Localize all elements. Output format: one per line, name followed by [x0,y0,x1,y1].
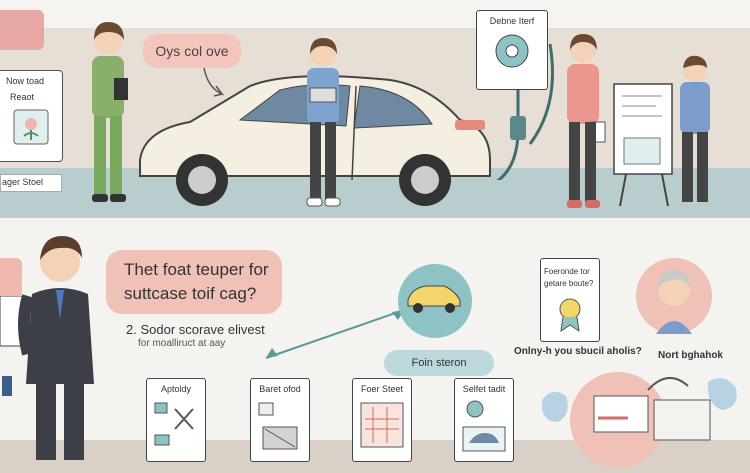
car-card-icon [462,400,506,452]
pink-banner [0,10,44,50]
charging-cable [496,43,554,180]
tools-icon [154,402,194,446]
caption-right: Nort bghahok [658,350,723,361]
presenter-man [18,236,94,460]
chart-icon [360,402,404,448]
problem-scene [541,372,737,468]
doc-title-1: Aptoldy [160,384,192,394]
woman-with-tablet-center [306,38,341,207]
doc-card-1: Aptoldy [146,378,206,462]
caption-left: Onlny-h you sbucil aholis? [514,346,642,357]
poster-title: Debne Iterf [489,16,535,26]
flipchart-board [613,83,673,207]
bubble-arrow [203,67,225,97]
doc-title-4: Selfet tadit [462,384,506,394]
man-with-tablet [680,55,710,202]
woman-with-tablet [92,22,128,202]
award-icon [559,298,581,333]
board-line-3: ager Stoel [2,177,44,187]
board-line-2: Reaot [10,92,35,102]
doc-title-3: Foer Steet [360,384,404,394]
step-line-2: for moalliruct at aay [138,338,226,349]
left-pink-tab [0,258,22,298]
woman-with-bag [567,34,606,208]
clipboard-line-1: Foeronde tor [544,267,590,276]
doc-title-2: Baret ofod [259,384,301,394]
panel-divider [0,222,750,230]
doc-card-4: Selfet tadit [454,378,514,462]
charger-poster: Debne Iterf [476,10,548,90]
speech-bubble: Oys col ove [143,34,241,68]
car-icon-circle [398,264,472,338]
doc-card-3: Foer Steet [352,378,412,462]
doc-card-2: Baret ofod [250,378,310,462]
charger-icon [495,34,529,68]
pill-text: Foin steron [411,357,467,369]
question-bubble [106,250,282,314]
question-text: Thet foat teuper for suttcase toif cag? [124,260,269,303]
right-clipboard: Foeronde tor getare boute? [540,258,600,342]
step-line-1: 2. Sodor scorave elivest [126,322,265,337]
info-pill: Foin steron [384,350,494,376]
speech-text: Oys col ove [155,43,229,59]
clipboard-line-2: getare boute? [544,279,594,288]
plant-icon [13,109,49,145]
worried-person-circle [636,258,712,334]
info-board: Now toad Reaot ager Stoel [0,70,64,192]
diagram-icon [258,402,298,450]
board-line-1: Now toad [6,76,45,86]
